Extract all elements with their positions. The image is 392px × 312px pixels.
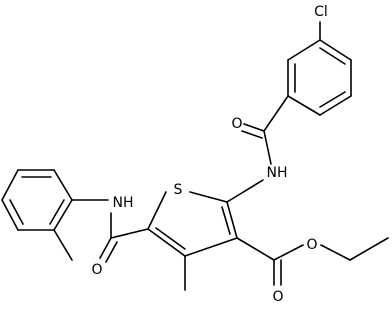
- bond-carbonyl-top-o-1: [243, 123, 265, 132]
- bond-ring-a-4: [319, 95, 352, 116]
- bond-ring-b-6-inner: [49, 199, 65, 225]
- bond-ring-b-4-inner: [9, 199, 24, 225]
- bond-amide-c-o-1: [99, 237, 112, 259]
- amide-oxygen-bottom-label: O: [91, 262, 102, 278]
- atom-label-layer: Cl O NH S NH O O O: [91, 4, 327, 305]
- bond-nh-thiophene: [226, 179, 264, 203]
- amide-nh-right-label: NH: [267, 165, 288, 181]
- bond-thio-c5-c4-inner: [155, 227, 186, 250]
- bond-ester-o-ch2: [320, 244, 351, 261]
- bond-carbonyl-top-o-2: [241, 130, 263, 139]
- bond-ring-a-3: [287, 95, 321, 116]
- bond-ring-a-6: [319, 39, 352, 61]
- bond-amide-c-o-2: [105, 241, 118, 263]
- bond-thio-c2-s: [189, 191, 228, 203]
- bond-ester-c-o-single: [273, 244, 304, 261]
- bond-ring-a-1: [287, 39, 321, 61]
- bond-tolyl-methyl: [53, 229, 73, 261]
- bond-ring-a-4-inner: [319, 91, 346, 108]
- bond-ring-b-6: [53, 199, 73, 231]
- bond-ring-a-carbonyl: [263, 95, 289, 132]
- bond-ethyl-ch2-ch3: [349, 237, 389, 261]
- bond-carbonyl-nh: [263, 130, 272, 165]
- bond-thio-c4-c3: [184, 237, 238, 257]
- bond-thio-s-c5: [147, 191, 167, 230]
- thiophene-sulfur-label: S: [174, 182, 183, 198]
- bond-thio-c3-c2-inner: [221, 206, 231, 235]
- bond-ring-b-4: [1, 199, 19, 231]
- bond-ring-b-3: [1, 169, 19, 201]
- chlorine-label: Cl: [314, 4, 328, 20]
- amide-oxygen-top-label: O: [231, 116, 242, 132]
- bond-c3-ester-c: [236, 237, 275, 261]
- bond-ring-b-1: [53, 169, 73, 201]
- bond-thio-c3-c2: [226, 201, 238, 239]
- amide-nh-left-label: NH: [113, 195, 134, 211]
- bond-thio-c5-c4: [147, 228, 186, 257]
- bond-ring-a-6-inner: [319, 47, 346, 65]
- ester-oxygen-double-label: O: [272, 289, 283, 305]
- bond-layer: [1, 21, 389, 291]
- bond-c5-amide-c: [110, 228, 149, 239]
- ester-oxygen-single-label: O: [306, 237, 317, 253]
